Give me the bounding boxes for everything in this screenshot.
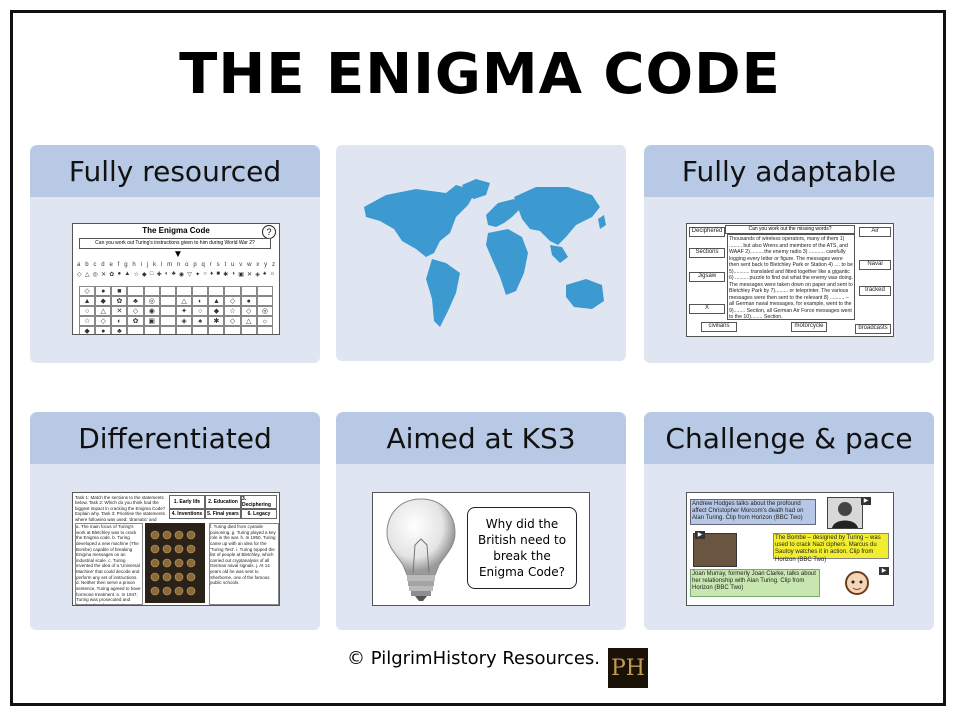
word-box: broadcasts bbox=[855, 324, 891, 334]
panel-heading: Fully resourced bbox=[30, 145, 320, 197]
worksheet-thumbnail: The Enigma Code ? Can you work out Turin… bbox=[72, 223, 280, 335]
word-box: X bbox=[689, 304, 725, 314]
matching-worksheet-thumbnail: Task 1: Match the sections to the statem… bbox=[72, 492, 280, 606]
thumbnail-question: Can you work out Turing's instructions g… bbox=[79, 238, 271, 249]
section-header: 5. Final years bbox=[205, 509, 241, 519]
down-arrow-icon: ▼ bbox=[173, 249, 183, 260]
portrait-photo bbox=[827, 497, 863, 529]
word-box: Air bbox=[859, 227, 891, 237]
word-box: tracked bbox=[859, 286, 891, 296]
cipher-grid: ◇●■ ▲◆✿♣◎△◐▲◇● ○△✕◇◉✦○◆☆◇◎ ☆◇◐✿▣◈♠✱◇△☼ ◆… bbox=[79, 286, 273, 334]
panel-world-map bbox=[336, 145, 626, 361]
statements-column: f. Turing died from cyanide poisoning. g… bbox=[209, 523, 279, 605]
video-play-icon: ▶ bbox=[695, 531, 705, 539]
alphabet-letter: t bbox=[224, 262, 227, 268]
section-header: 2. Education bbox=[205, 495, 241, 509]
alphabet-letter: e bbox=[109, 262, 113, 268]
statements-column: a. The main focus of Turing's work at Bl… bbox=[75, 523, 143, 605]
page-title: THE ENIGMA CODE bbox=[179, 42, 781, 107]
video-clip-box: The Bombe – designed by Turing – was use… bbox=[773, 533, 889, 563]
symbol-row: ◇△◎✕✿●▲☆◆□✚◐♣◉▽✦○♦■✱◑▣✕◈♠☼ bbox=[77, 271, 275, 278]
video-play-icon: ▶ bbox=[879, 567, 889, 575]
alphabet-letter: k bbox=[153, 262, 157, 268]
panel-aimed-at-ks3: Aimed at KS3 Why did the British need to… bbox=[336, 412, 626, 630]
word-box: Sections bbox=[689, 248, 725, 258]
alphabet-letter: g bbox=[124, 262, 128, 268]
lightbulb-icon bbox=[386, 498, 456, 601]
video-clip-box: Andrew Hodges talks about the profound a… bbox=[690, 499, 816, 525]
panel-challenge-and-pace: Challenge & pace Andrew Hodges talks abo… bbox=[644, 412, 934, 630]
task-instructions: Task 1: Match the sections to the statem… bbox=[75, 495, 166, 521]
alphabet-letter: a bbox=[77, 262, 81, 268]
footer-credit: © PilgrimHistory Resources. bbox=[347, 648, 600, 669]
section-header: 3. Deciphering bbox=[241, 495, 277, 509]
alphabet-letter: y bbox=[264, 262, 268, 268]
alphabet-letter: m bbox=[167, 262, 173, 268]
section-header: 6. Legacy bbox=[241, 509, 277, 519]
question-mark-icon: ? bbox=[262, 225, 276, 239]
alphabet-letter: d bbox=[101, 262, 105, 268]
panel-heading: Differentiated bbox=[30, 412, 320, 464]
question-box: Why did the British need to break the En… bbox=[467, 507, 577, 589]
section-headers: 1. Early life 2. Education 3. Decipherin… bbox=[169, 495, 277, 519]
alphabet-letter: o bbox=[185, 262, 189, 268]
alphabet-letter: f bbox=[117, 262, 120, 268]
alphabet-letter: w bbox=[247, 262, 252, 268]
alphabet-letter: b bbox=[85, 262, 89, 268]
video-clips-thumbnail: Andrew Hodges talks about the profound a… bbox=[686, 492, 894, 606]
alphabet-letter: n bbox=[176, 262, 181, 268]
cartoon-portrait bbox=[837, 569, 877, 601]
panel-heading: Fully adaptable bbox=[644, 145, 934, 197]
panel-heading: Challenge & pace bbox=[644, 412, 934, 464]
woman-icon bbox=[845, 571, 869, 595]
video-clip-box: Joan Murray, formerly Joan Clarke, talks… bbox=[690, 569, 820, 597]
alphabet-letter: i bbox=[140, 262, 142, 268]
alphabet-letter: v bbox=[239, 262, 243, 268]
word-box: motorcycle bbox=[791, 322, 827, 332]
section-header: 4. Inventions bbox=[169, 509, 205, 519]
thumbnail-title: The Enigma Code bbox=[142, 226, 210, 235]
alphabet-letter: q bbox=[201, 262, 205, 268]
world-map-icon bbox=[364, 179, 606, 327]
alphabet-letter: s bbox=[216, 262, 220, 268]
alphabet-letter: l bbox=[160, 262, 163, 268]
panel-differentiated: Differentiated Task 1: Match the section… bbox=[30, 412, 320, 630]
alphabet-letter: z bbox=[271, 262, 275, 268]
alphabet-letter: p bbox=[193, 262, 197, 268]
alphabet-letter: x bbox=[256, 262, 260, 268]
panel-fully-resourced: Fully resourced The Enigma Code ? Can yo… bbox=[30, 145, 320, 363]
alphabet-letter: j bbox=[146, 262, 149, 268]
word-box: Naval bbox=[859, 260, 891, 270]
panel-fully-adaptable: Fully adaptable Can you work out the mis… bbox=[644, 145, 934, 363]
bombe-dials-icon bbox=[150, 530, 196, 596]
video-play-icon: ▶ bbox=[861, 497, 871, 505]
panel-heading: Aimed at KS3 bbox=[336, 412, 626, 464]
alphabet-letter: r bbox=[209, 262, 212, 268]
word-box: civilians bbox=[701, 322, 737, 332]
word-box: Deciphered bbox=[689, 227, 725, 237]
word-box: Jigsaw bbox=[689, 272, 725, 282]
alphabet-letter: h bbox=[132, 262, 136, 268]
question-slide-thumbnail: Why did the British need to break the En… bbox=[372, 492, 590, 606]
pilgrimhistory-logo: PH bbox=[608, 648, 648, 688]
alphabet-letter: u bbox=[231, 262, 235, 268]
cloze-worksheet-thumbnail: Can you work out the missing words? Thou… bbox=[686, 223, 894, 337]
person-icon bbox=[832, 502, 858, 528]
section-header: 1. Early life bbox=[169, 495, 205, 509]
bombe-machine-photo bbox=[145, 523, 205, 603]
worksheet-header: Can you work out the missing words? bbox=[725, 225, 855, 234]
alphabet-letter: c bbox=[93, 262, 97, 268]
cloze-text: Thousands of wireless operators, many of… bbox=[727, 234, 855, 320]
